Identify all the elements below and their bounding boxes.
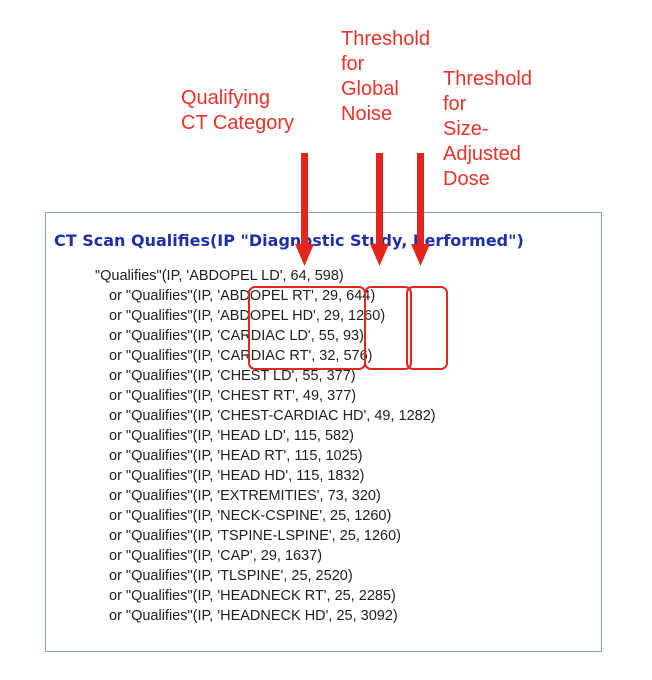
code-line: or "Qualifies"(IP, 'CARDIAC RT', 32, 576… [109, 348, 373, 364]
annotation-line: Dose [443, 168, 490, 190]
arrow-down-icon [411, 153, 430, 266]
code-line: or "Qualifies"(IP, 'HEAD HD', 115, 1832) [109, 468, 365, 484]
code-line: or "Qualifies"(IP, 'HEAD RT', 115, 1025) [109, 448, 363, 464]
code-line: "Qualifies"(IP, 'ABDOPEL LD', 64, 598) [95, 268, 344, 284]
code-line: or "Qualifies"(IP, 'CHEST-CARDIAC HD', 4… [109, 408, 436, 424]
code-line: or "Qualifies"(IP, 'CARDIAC LD', 55, 93) [109, 328, 364, 344]
code-line: or "Qualifies"(IP, 'CHEST RT', 49, 377) [109, 388, 357, 404]
annotation-line: Size- [443, 118, 489, 140]
annotation-line: Global [341, 78, 399, 100]
annotation-line: for [341, 53, 365, 75]
noise-highlight-box [364, 286, 412, 370]
code-line: or "Qualifies"(IP, 'ABDOPEL HD', 29, 126… [109, 308, 386, 324]
code-line: or "Qualifies"(IP, 'CHEST LD', 55, 377) [109, 368, 356, 384]
annotation-line: CT Category [181, 112, 295, 134]
annotation-qualifying-category: Qualifying CT Category [181, 86, 294, 136]
dose-highlight-box [406, 286, 448, 370]
annotation-global-noise: Threshold for Global Noise [341, 27, 430, 127]
code-line: or "Qualifies"(IP, 'HEADNECK HD', 25, 30… [109, 608, 398, 624]
code-line: or "Qualifies"(IP, 'TLSPINE', 25, 2520) [109, 568, 353, 584]
annotation-line: for [443, 93, 467, 115]
annotation-line: Qualifying [181, 87, 270, 109]
code-line: or "Qualifies"(IP, 'NECK-CSPINE', 25, 12… [109, 508, 392, 524]
arrow-down-icon [370, 153, 389, 266]
panel-title: CT Scan Qualifies(IP "Diagnostic Study, … [54, 231, 524, 250]
code-line: or "Qualifies"(IP, 'TSPINE-LSPINE', 25, … [109, 528, 401, 544]
annotation-line: Adjusted [443, 143, 521, 165]
annotation-size-adjusted-dose: Threshold for Size- Adjusted Dose [443, 67, 532, 192]
code-line: or "Qualifies"(IP, 'HEADNECK RT', 25, 22… [109, 588, 396, 604]
code-line: or "Qualifies"(IP, 'EXTREMITIES', 73, 32… [109, 488, 381, 504]
code-panel [45, 212, 602, 652]
code-line: or "Qualifies"(IP, 'ABDOPEL RT', 29, 644… [109, 288, 376, 304]
annotation-line: Threshold [341, 28, 430, 50]
annotation-line: Noise [341, 103, 393, 125]
annotation-line: Threshold [443, 68, 532, 90]
code-line: or "Qualifies"(IP, 'CAP', 29, 1637) [109, 548, 323, 564]
arrow-down-icon [295, 153, 314, 266]
code-line: or "Qualifies"(IP, 'HEAD LD', 115, 582) [109, 428, 354, 444]
